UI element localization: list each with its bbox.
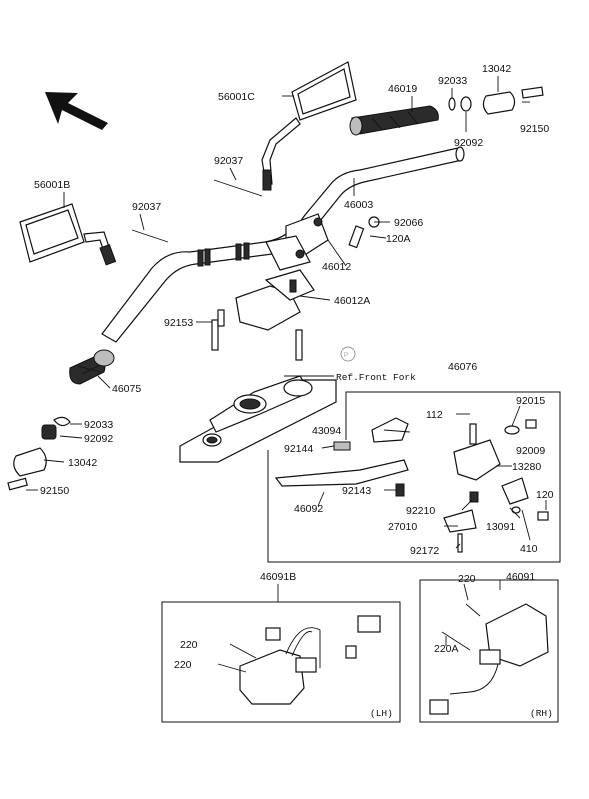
label-92092-upper: 92092: [454, 137, 483, 149]
label-rh: (RH): [530, 708, 553, 719]
leader-lines: [26, 76, 547, 646]
label-92066: 92066: [394, 217, 423, 229]
label-92033-upper: 92033: [438, 75, 467, 87]
label-220-lh-upper: 220: [180, 639, 198, 651]
band-92037: [131, 179, 263, 243]
label-92210: 92210: [406, 505, 435, 517]
label-46012A: 46012A: [334, 295, 370, 307]
part-labels: 56001C 46019 92033 13042 92092 92150 920…: [34, 63, 554, 719]
label-92037-upper: 92037: [214, 155, 243, 167]
label-220A: 220A: [434, 643, 459, 655]
lh-switch-group-46091B: [161, 601, 401, 723]
grip-46019: [349, 105, 439, 136]
label-92144: 92144: [284, 443, 313, 455]
label-56001B: 56001B: [34, 179, 70, 191]
label-120A: 120A: [386, 233, 411, 245]
label-46012: 46012: [322, 261, 351, 273]
grip-46075: [69, 349, 115, 385]
label-92153: 92153: [164, 317, 193, 329]
label-112: 112: [426, 409, 443, 421]
label-220-rh: 220: [458, 573, 476, 585]
label-46003: 46003: [344, 199, 373, 211]
label-92150-upper: 92150: [520, 123, 549, 135]
label-92033-lower: 92033: [84, 419, 113, 431]
label-46076: 46076: [448, 361, 477, 373]
label-43094: 43094: [312, 425, 341, 437]
label-92143: 92143: [342, 485, 371, 497]
label-46091: 46091: [506, 571, 535, 583]
label-92172: 92172: [410, 545, 439, 557]
label-ref-front-fork: Ref.Front Fork: [336, 372, 416, 383]
holder-46012A: [235, 269, 315, 331]
label-120: 120: [536, 489, 554, 501]
label-lh: (LH): [370, 708, 393, 719]
front-direction-arrow-icon: [45, 92, 108, 130]
label-27010: 27010: [388, 521, 417, 533]
label-92150-lower: 92150: [40, 485, 69, 497]
balancer-right: [448, 86, 544, 115]
label-13042-lower: 13042: [68, 457, 97, 469]
mirror-56001C: [261, 61, 357, 191]
label-56001C: 56001C: [218, 91, 255, 103]
mirror-56001B: [19, 203, 117, 266]
label-13280: 13280: [512, 461, 541, 473]
label-13042-upper: 13042: [482, 63, 511, 75]
label-92009: 92009: [516, 445, 545, 457]
label-220-lh-lower: 220: [174, 659, 192, 671]
svg-text:P: P: [344, 353, 348, 359]
label-92092-lower: 92092: [84, 433, 113, 445]
watermark-logo: P: [340, 346, 356, 362]
lever-group-46076: [267, 391, 561, 563]
rh-switch-group-46091: [419, 579, 559, 723]
label-92037-lower: 92037: [132, 201, 161, 213]
holder-46012: [265, 213, 380, 271]
fork-bracket: [179, 309, 337, 463]
label-410: 410: [520, 543, 538, 555]
label-46019: 46019: [388, 83, 417, 95]
label-92015: 92015: [516, 395, 545, 407]
balancer-left: [7, 416, 71, 491]
label-46091B: 46091B: [260, 571, 296, 583]
label-46092: 46092: [294, 503, 323, 515]
label-46075: 46075: [112, 383, 141, 395]
label-13091: 13091: [486, 521, 515, 533]
